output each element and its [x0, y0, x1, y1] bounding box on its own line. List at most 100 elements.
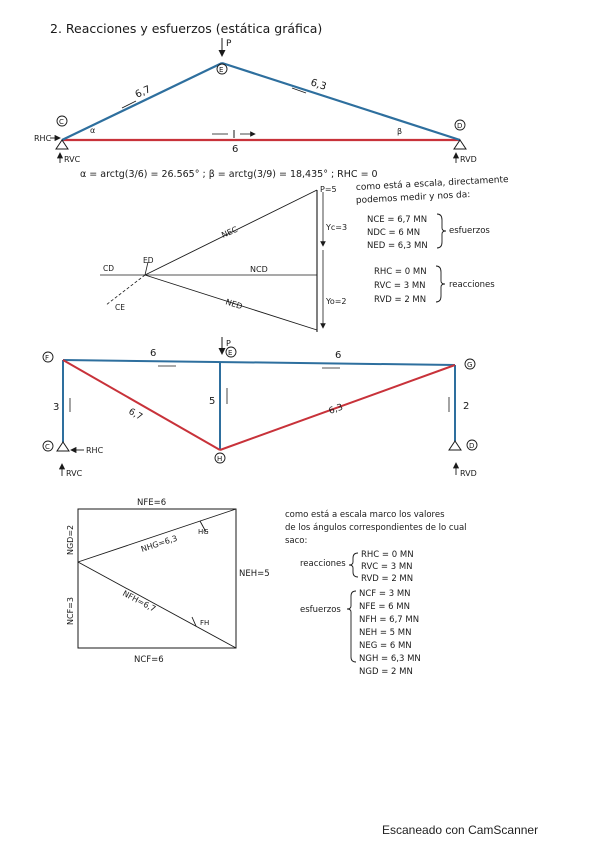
page-title: 2. Reacciones y esfuerzos (estática gráf…	[50, 21, 322, 36]
bar-fg	[62, 359, 456, 366]
poly1-ned-label: NED	[224, 297, 243, 311]
scanner-footer: Escaneado con CamScanner	[382, 823, 539, 837]
note2-effort-4: NEH = 5 MN	[359, 628, 411, 638]
poly2-tick-hg	[199, 520, 207, 533]
poly2-right-label: NEH=5	[239, 569, 270, 579]
note1-effort-1: NCE = 6,7 MN	[367, 215, 427, 225]
node2-g-label: G	[467, 361, 472, 369]
bar-ed-label: 6,3	[309, 77, 328, 92]
node2-h-label: H	[217, 455, 222, 463]
note2-reaction-3: RVD = 2 MN	[361, 574, 413, 584]
load-label: P	[226, 39, 232, 49]
poly1-ce-label: CE	[115, 303, 125, 312]
note2-efforts-tag: esfuerzos	[300, 605, 341, 615]
force-polygon-1: P=5 Yc=3 Yo=2 NEC NCD NED CD ED CE	[100, 185, 347, 332]
support-d-icon	[453, 139, 467, 150]
angle-equation: α = arctg(3/6) = 26.565° ; β = arctg(3/9…	[80, 169, 378, 180]
note1-line2: podemos medir y nos da:	[356, 190, 471, 206]
bar2-gd-label: 2	[463, 401, 469, 412]
reaction-vd-label: RVD	[460, 155, 477, 164]
poly1-ed-ext	[144, 261, 149, 276]
reaction2-vc-label: RVC	[66, 469, 83, 478]
angle-alpha: α	[90, 126, 95, 135]
note1-effort-tag: esfuerzos	[449, 226, 490, 236]
note2-effort-1: NCF = 3 MN	[359, 589, 411, 599]
bar2-hg-label: 6,3	[328, 403, 345, 417]
bar2-fe-label: 6	[150, 348, 156, 359]
note1-reaction-2: RVC = 3 MN	[374, 281, 426, 291]
note2-effort-3: NFH = 6,7 MN	[359, 615, 419, 625]
support2-c-icon	[56, 441, 70, 452]
poly2-tick-fh	[191, 616, 197, 627]
poly1-cd-label: CD	[103, 264, 114, 273]
note1-line1: como está a escala, directamente	[356, 175, 510, 193]
note2-line3: saco:	[285, 536, 307, 546]
bar-ed-arrow	[291, 87, 307, 94]
poly2-diag1-label: NHG=6,3	[140, 534, 179, 554]
note2-effort-5: NEG = 6 MN	[359, 641, 412, 651]
note2-line2: de los ángulos correspondientes de lo cu…	[285, 523, 467, 533]
node2-e-circle	[225, 346, 237, 358]
node2-c-circle	[42, 440, 54, 452]
node2-e-label: E	[228, 349, 232, 357]
bar2-eg-label: 6	[335, 350, 341, 361]
bar2-fc-label: 3	[53, 402, 59, 413]
bar-fh	[62, 359, 221, 451]
note2-reactions-tag: reacciones	[300, 559, 346, 569]
node2-d-circle	[466, 439, 478, 451]
node-d-circle	[454, 119, 466, 131]
poly2-left-top-label: NGD=2	[66, 525, 75, 555]
bar-ed	[221, 61, 461, 142]
node2-c-label: C	[45, 443, 50, 451]
note1-reaction-brace	[435, 265, 446, 303]
note1-effort-brace	[436, 213, 447, 249]
reaction-hc-label: RHC	[34, 134, 52, 143]
load2-label: P	[226, 339, 231, 348]
poly2-rect	[77, 508, 237, 649]
bar-hg	[219, 364, 456, 451]
poly1-ce-ext	[105, 274, 146, 306]
poly2-left-bottom-label: NCF=3	[66, 597, 75, 625]
poly1-nec-line	[144, 189, 318, 276]
note2-effort-brace	[346, 590, 357, 663]
poly2-diag-hg	[77, 508, 237, 563]
node2-d-label: D	[469, 442, 474, 450]
note1-reaction-1: RHC = 0 MN	[374, 267, 427, 277]
poly1-ned-line	[144, 274, 318, 331]
node-c-circle	[56, 115, 68, 127]
reaction-vc-label: RVC	[64, 155, 81, 164]
poly2-diag2-label: NFH=6,7	[121, 589, 157, 614]
note2-effort-6: NGH = 6,3 MN	[359, 654, 421, 664]
reaction2-vd-label: RVD	[460, 469, 477, 478]
poly1-yd-label: Yo=2	[325, 297, 347, 306]
note2-effort-2: NFE = 6 MN	[359, 602, 410, 612]
note2-reaction-brace	[348, 552, 359, 578]
note2-reaction-2: RVC = 3 MN	[361, 562, 413, 572]
poly2-hg-tag: HG	[198, 528, 209, 536]
note1-reaction-3: RVD = 2 MN	[374, 295, 426, 305]
poly1-nec-label: NEC	[220, 225, 239, 240]
node2-g-circle	[464, 358, 476, 370]
truss-1: P E C D 6,7 6,3 6 RHC RVC RVD α β	[34, 38, 477, 164]
bar-cd-label: 6	[232, 144, 238, 155]
node2-h-circle	[214, 452, 226, 464]
bar2-fh-label: 6,7	[127, 407, 144, 423]
bar2-eh-label: 5	[209, 396, 215, 407]
node-c-label: C	[59, 118, 64, 126]
poly1-yc-label: Yc=3	[325, 223, 347, 232]
poly1-p-label: P=5	[320, 185, 337, 194]
note2-effort-7: NGD = 2 MN	[359, 667, 413, 677]
node2-f-circle	[42, 351, 54, 363]
support2-d-icon	[448, 440, 462, 451]
support-c-icon	[55, 139, 69, 150]
poly1-ncd-label: NCD	[250, 265, 268, 274]
node-d-label: D	[457, 122, 462, 130]
bar-ce-arrow	[121, 100, 137, 109]
truss-2: P F E G C H D 6 6 3 5 2 6,7 6,3 RHC RVC	[42, 337, 478, 478]
note1-effort-2: NDC = 6 MN	[367, 228, 420, 238]
poly1-ed-label: ED	[143, 256, 154, 265]
angle-beta: β	[397, 127, 402, 136]
poly2-top-label: NFE=6	[137, 498, 166, 508]
reaction2-hc-label: RHC	[86, 446, 104, 455]
note1-effort-3: NED = 6,3 MN	[367, 241, 428, 251]
